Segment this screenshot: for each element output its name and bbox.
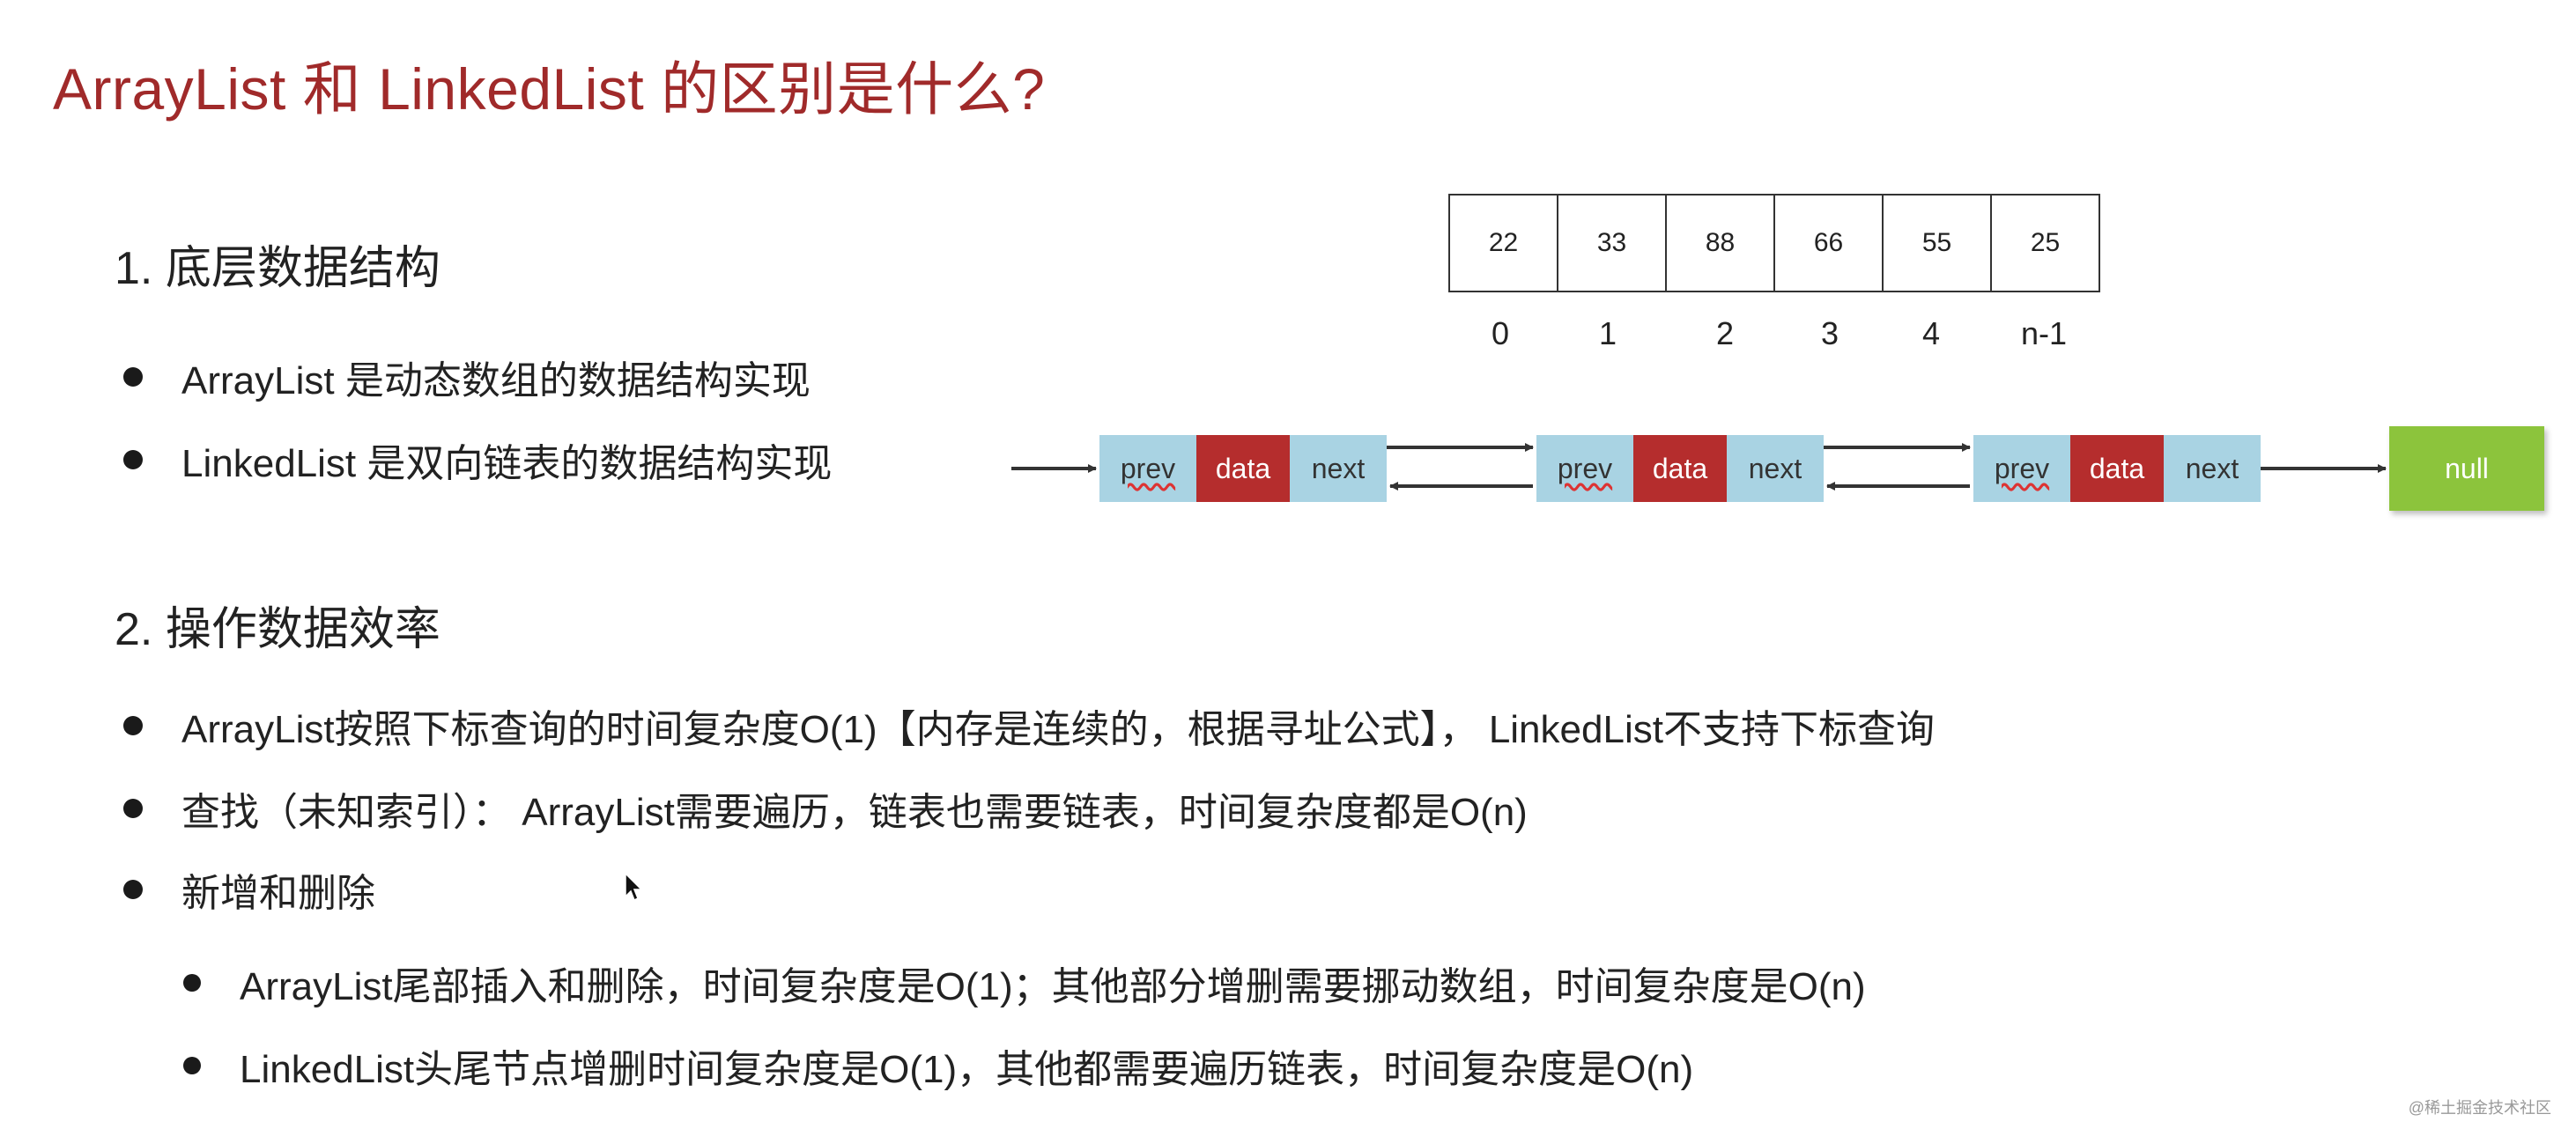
node-data-field: data <box>2070 435 2164 502</box>
linked-list-node: prev data next <box>1536 435 1824 502</box>
list-item: LinkedList 是双向链表的数据结构实现 <box>123 432 832 488</box>
list-item: ArrayList按照下标查询的时间复杂度O(1)【内存是连续的，根据寻址公式】… <box>123 697 1935 754</box>
array-index: n-1 <box>2020 315 2068 351</box>
node-data-field: data <box>1633 435 1727 502</box>
list-item: 查找（未知索引）： ArrayList需要遍历，链表也需要链表，时间复杂度都是O… <box>123 780 1528 837</box>
node-data-field: data <box>1196 435 1290 502</box>
bullet-dot-icon <box>183 1057 201 1074</box>
bullet-text: 查找（未知索引）： ArrayList需要遍历，链表也需要链表，时间复杂度都是O… <box>181 791 1528 834</box>
bullet-text: LinkedList 是双向链表的数据结构实现 <box>181 442 833 485</box>
sub-list-item: ArrayList尾部插入和删除，时间复杂度是O(1)；其他部分增删需要挪动数组… <box>183 955 1866 1011</box>
bullet-text: ArrayList 是动态数组的数据结构实现 <box>181 359 811 402</box>
null-terminal: null <box>2389 426 2544 511</box>
array-index: 2 <box>1715 315 1735 351</box>
bullet-dot-icon <box>123 716 143 735</box>
array-cell: 88 <box>1667 196 1775 291</box>
linked-list-node: prev data next <box>1099 435 1387 502</box>
mouse-cursor-icon <box>625 872 643 902</box>
array-index: 3 <box>1820 315 1839 351</box>
array-index: 1 <box>1598 315 1617 351</box>
section-heading-efficiency: 2. 操作数据效率 <box>115 604 440 655</box>
node-prev-field: prev <box>1099 435 1196 502</box>
array-diagram: 22 33 88 66 55 25 <box>1448 194 2100 292</box>
watermark: @稀土掘金技术社区 <box>2408 1099 2551 1117</box>
bullet-text: 新增和删除 <box>181 872 375 915</box>
list-item: 新增和删除 <box>123 861 375 918</box>
bullet-dot-icon <box>123 880 143 899</box>
node-next-field: next <box>1290 435 1387 502</box>
sub-list-item: LinkedList头尾节点增删时间复杂度是O(1)，其他都需要遍历链表，时间复… <box>183 1037 1693 1094</box>
bullet-text: ArrayList按照下标查询的时间复杂度O(1)【内存是连续的，根据寻址公式】… <box>181 708 1935 751</box>
node-next-field: next <box>1727 435 1824 502</box>
section-heading-structure: 1. 底层数据结构 <box>115 243 440 294</box>
bullet-text: ArrayList尾部插入和删除，时间复杂度是O(1)；其他部分增删需要挪动数组… <box>240 965 1866 1008</box>
array-index: 4 <box>1921 315 1941 351</box>
node-next-field: next <box>2164 435 2261 502</box>
array-cell: 33 <box>1558 196 1667 291</box>
bullet-dot-icon <box>123 367 143 387</box>
node-prev-field: prev <box>1536 435 1633 502</box>
bullet-dot-icon <box>123 450 143 469</box>
array-index: 0 <box>1491 315 1510 351</box>
array-cell: 25 <box>2030 228 2061 257</box>
bullet-dot-icon <box>123 799 143 818</box>
array-cell: 22 <box>1450 196 1558 291</box>
bullet-dot-icon <box>183 974 201 992</box>
array-cell: 66 <box>1775 196 1884 291</box>
list-item: ArrayList 是动态数组的数据结构实现 <box>123 349 811 405</box>
array-cell: 55 <box>1884 196 1992 291</box>
page-title: ArrayList 和 LinkedList 的区别是什么? <box>53 56 1046 122</box>
bullet-text: LinkedList头尾节点增删时间复杂度是O(1)，其他都需要遍历链表，时间复… <box>240 1048 1694 1091</box>
node-prev-field: prev <box>1973 435 2070 502</box>
linked-list-node: prev data next <box>1973 435 2261 502</box>
